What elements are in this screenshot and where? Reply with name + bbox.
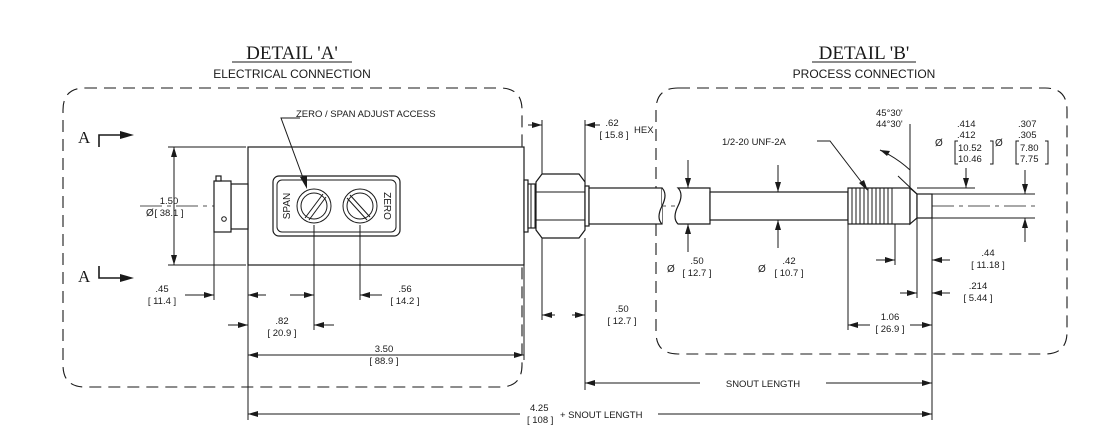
dim-stem-dia-in: .42 <box>782 256 795 267</box>
section-marker-top: A <box>78 128 134 147</box>
detail-a-subtitle: ELECTRICAL CONNECTION <box>213 67 371 81</box>
dim-snout-length: SNOUT LENGTH <box>726 379 800 390</box>
dim-tip-in1: .307 <box>1018 119 1037 130</box>
dim-050-in: .50 <box>615 304 628 315</box>
adjust-callout-leader <box>280 117 307 187</box>
section-arrow-top <box>120 131 134 139</box>
connector-collar <box>230 183 249 230</box>
detail-b-subtitle: PROCESS CONNECTION <box>793 67 936 81</box>
dim-044-in: .44 <box>981 248 994 259</box>
dim-body-dia-mm: [ 38.1 ] <box>154 208 183 219</box>
connector <box>213 180 232 233</box>
dim-overall-in: 4.25 <box>530 403 549 414</box>
dim-overall-mm: [ 108 ] <box>527 415 553 426</box>
section-letter-bottom: A <box>78 267 91 286</box>
dimension-lines <box>168 120 1035 420</box>
dim-body-dia-in: 1.50 <box>160 196 179 207</box>
detail-a-boundary <box>62 87 523 388</box>
dim-082-mm: [ 20.9 ] <box>267 328 296 339</box>
dim-214-mm: [ 5.44 ] <box>963 293 992 304</box>
dim-tip-mm2: 7.75 <box>1020 154 1039 165</box>
section-arrow-bottom <box>120 274 134 282</box>
housing: SPAN ZERO ZERO / SPAN ADJUST ACCESS <box>213 109 525 266</box>
dim-tip-mm1: 7.80 <box>1020 143 1039 154</box>
dim-045-mm: [ 11.4 ] <box>148 296 176 307</box>
dim-stem-dia-mm: [ 10.7 ] <box>774 268 803 279</box>
detail-a: DETAIL 'A' ELECTRICAL CONNECTION <box>62 43 523 388</box>
section-line-top <box>98 134 122 147</box>
span-label: SPAN <box>282 193 293 220</box>
dim-350-in: 3.50 <box>375 344 394 355</box>
detail-b-title: DETAIL 'B' <box>819 43 910 64</box>
detail-b: DETAIL 'B' PROCESS CONNECTION <box>655 43 1068 355</box>
angle-1: 45°30' <box>876 108 903 119</box>
zero-label: ZERO <box>381 192 392 220</box>
connector-hole <box>221 216 227 222</box>
dim-thread-in2: .412 <box>957 130 976 141</box>
span-pot <box>296 188 332 224</box>
detail-b-boundary <box>655 87 1068 355</box>
dim-hex-mm: [ 15.8 ] <box>599 130 628 141</box>
dim-tip-in2: .305 <box>1018 130 1037 141</box>
break-mark-left <box>658 187 666 225</box>
dim-hex-in: .62 <box>605 118 618 129</box>
dim-106-in: 1.06 <box>881 312 900 323</box>
dim-056-mm: [ 14.2 ] <box>390 296 419 307</box>
dim-082-in: .82 <box>275 316 288 327</box>
dim-106-mm: [ 26.9 ] <box>875 324 904 335</box>
zero-pot <box>342 188 378 224</box>
stem <box>709 191 849 221</box>
thread-mm-brackets <box>954 140 994 165</box>
dim-thread-mm2: 10.46 <box>958 154 982 165</box>
dia-symbol-tip: Ø <box>995 138 1003 149</box>
dim-snout-dia-in: .50 <box>690 256 703 267</box>
dim-044-mm: [ 11.18 ] <box>971 260 1005 271</box>
dim-050-mm: [ 12.7 ] <box>607 316 636 327</box>
section-line-bottom <box>98 266 122 279</box>
dim-045-in: .45 <box>155 284 168 295</box>
connector-pin <box>215 175 222 182</box>
tip-mm-brackets <box>1015 140 1049 165</box>
dim-350-mm: [ 88.9 ] <box>369 356 398 367</box>
thread-hatch <box>851 188 893 224</box>
thread <box>847 187 911 225</box>
snout-right <box>674 186 933 226</box>
angle-2: 44°30' <box>876 119 903 130</box>
dim-overall-suffix: + SNOUT LENGTH <box>560 410 643 421</box>
hex-fitting <box>523 173 590 239</box>
dim-214-in: .214 <box>969 281 988 292</box>
dimension-labels: Ø 1.50 [ 38.1 ] .45 [ 11.4 ] .82 [ 20.9 … <box>146 108 1049 426</box>
dia-symbol: Ø <box>146 208 154 219</box>
dia-symbol-snout: Ø <box>667 264 675 275</box>
section-marker-bottom: A <box>78 266 134 286</box>
dia-symbol-stem: Ø <box>758 264 766 275</box>
dim-snout-dia-mm: [ 12.7 ] <box>682 268 711 279</box>
tip <box>916 193 933 219</box>
section-letter-top: A <box>78 128 91 147</box>
dim-056-in: .56 <box>398 284 411 295</box>
detail-a-title: DETAIL 'A' <box>246 43 338 64</box>
adjust-window-inner <box>276 179 397 233</box>
snout-left <box>588 187 666 225</box>
dim-thread-in1: .414 <box>957 119 976 130</box>
dia-symbol-thread: Ø <box>935 138 943 149</box>
dim-hex-suffix: HEX <box>634 125 654 136</box>
adjust-callout: ZERO / SPAN ADJUST ACCESS <box>296 109 436 120</box>
dim-thread-mm1: 10.52 <box>958 143 982 154</box>
hex-nut <box>535 173 586 239</box>
thread-callout: 1/2-20 UNF-2A <box>722 137 787 148</box>
